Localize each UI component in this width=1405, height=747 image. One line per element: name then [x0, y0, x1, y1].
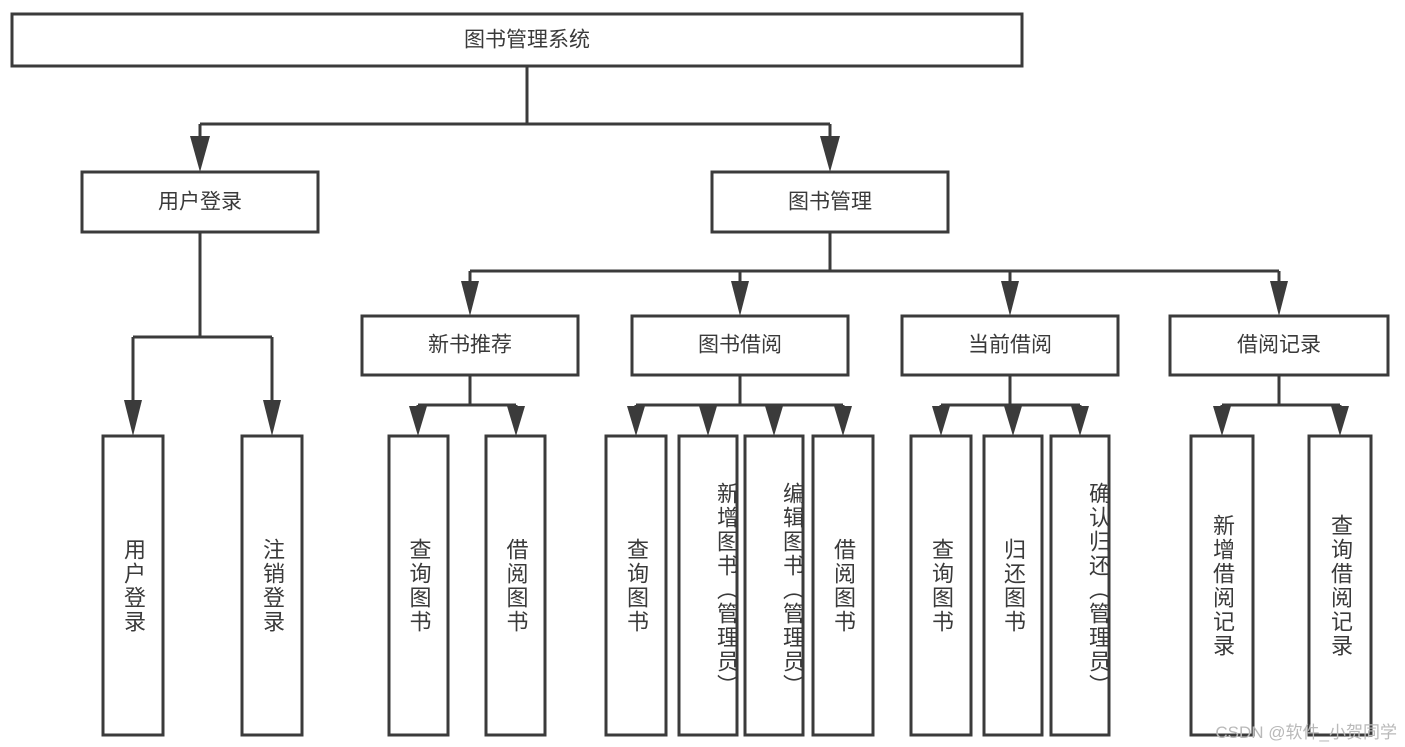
arrowhead-user-login: [190, 136, 210, 172]
connector-group-book-borrow: [627, 375, 852, 436]
node-book-management-box[interactable]: [710, 170, 950, 234]
arrowhead-leaf-confirm-return-admin: [1071, 406, 1089, 436]
arrowhead-book-borrow: [731, 281, 749, 316]
leaf-box-query-book-borrow[interactable]: [604, 434, 668, 737]
leaf-box-add-book-admin[interactable]: [677, 434, 739, 737]
node-current-borrow-label: 当前借阅: [968, 334, 1052, 357]
node-root[interactable]: 图书管理系统: [10, 12, 1024, 68]
csdn-watermark: CSDN @软件_小贺同学: [1215, 723, 1397, 742]
arrowhead-leaf-logout: [263, 400, 281, 436]
node-book-management-label: 图书管理: [788, 191, 872, 214]
node-root-box[interactable]: [10, 12, 1024, 68]
node-new-book-recommend-box[interactable]: [360, 314, 580, 377]
arrowhead-borrow-records: [1270, 281, 1288, 316]
arrowhead-leaf-query-book-borrow: [627, 406, 645, 436]
connector-group-borrow-records: [1213, 375, 1349, 436]
node-borrow-records-box[interactable]: [1168, 314, 1390, 377]
arrowhead-leaf-add-borrow-record: [1213, 406, 1231, 436]
connector-group-user-login: [124, 232, 281, 436]
leaf-box-borrow-book-borrow[interactable]: [811, 434, 875, 737]
node-new-book-recommend[interactable]: 新书推荐: [360, 314, 580, 377]
arrowhead-leaf-query-book-current: [932, 406, 950, 436]
node-borrow-records-label: 借阅记录: [1237, 334, 1321, 357]
arrowhead-leaf-add-book-admin: [699, 406, 717, 436]
arrowhead-leaf-borrow-book-borrow: [834, 406, 852, 436]
connector-group-book-management: [461, 232, 1288, 316]
arrowhead-leaf-query-borrow-record: [1331, 406, 1349, 436]
arrowhead-book-management: [820, 136, 840, 172]
node-book-borrow[interactable]: 图书借阅: [630, 314, 850, 377]
node-book-borrow-box[interactable]: [630, 314, 850, 377]
leaf-box-user-login[interactable]: [101, 434, 165, 737]
leaf-box-confirm-return-admin[interactable]: [1049, 434, 1111, 737]
leaf-box-group: [101, 434, 1373, 737]
arrowhead-leaf-user-login: [124, 400, 142, 436]
node-user-login-box[interactable]: [80, 170, 320, 234]
arrowhead-leaf-return-book: [1004, 406, 1022, 436]
leaf-box-query-book-current[interactable]: [909, 434, 973, 737]
arrowhead-current-borrow: [1001, 281, 1019, 316]
connector-group-current-borrow: [932, 375, 1089, 436]
node-new-book-recommend-label: 新书推荐: [428, 334, 512, 357]
node-book-management[interactable]: 图书管理: [710, 170, 950, 234]
arrowhead-leaf-borrow-book-recommend: [507, 406, 525, 436]
leaf-box-query-borrow-record[interactable]: [1307, 434, 1373, 737]
node-root-label: 图书管理系统: [464, 29, 590, 52]
node-current-borrow-box[interactable]: [900, 314, 1120, 377]
leaf-box-return-book[interactable]: [982, 434, 1044, 737]
node-current-borrow[interactable]: 当前借阅: [900, 314, 1120, 377]
leaf-box-add-borrow-record[interactable]: [1189, 434, 1255, 737]
arrowhead-leaf-edit-book-admin: [765, 406, 783, 436]
node-user-login-label: 用户登录: [158, 191, 242, 214]
leaf-box-edit-book-admin[interactable]: [743, 434, 805, 737]
connector-group-root: [190, 66, 840, 172]
node-book-borrow-label: 图书借阅: [698, 334, 782, 357]
leaf-box-query-book-recommend[interactable]: [387, 434, 450, 737]
leaf-box-logout[interactable]: [240, 434, 304, 737]
arrowhead-leaf-query-book-recommend: [409, 406, 427, 436]
node-user-login[interactable]: 用户登录: [80, 170, 320, 234]
connector-group-new-book-recommend: [409, 375, 525, 436]
node-borrow-records[interactable]: 借阅记录: [1168, 314, 1390, 377]
arrowhead-new-book-recommend: [461, 281, 479, 316]
leaf-box-borrow-book-recommend[interactable]: [484, 434, 547, 737]
